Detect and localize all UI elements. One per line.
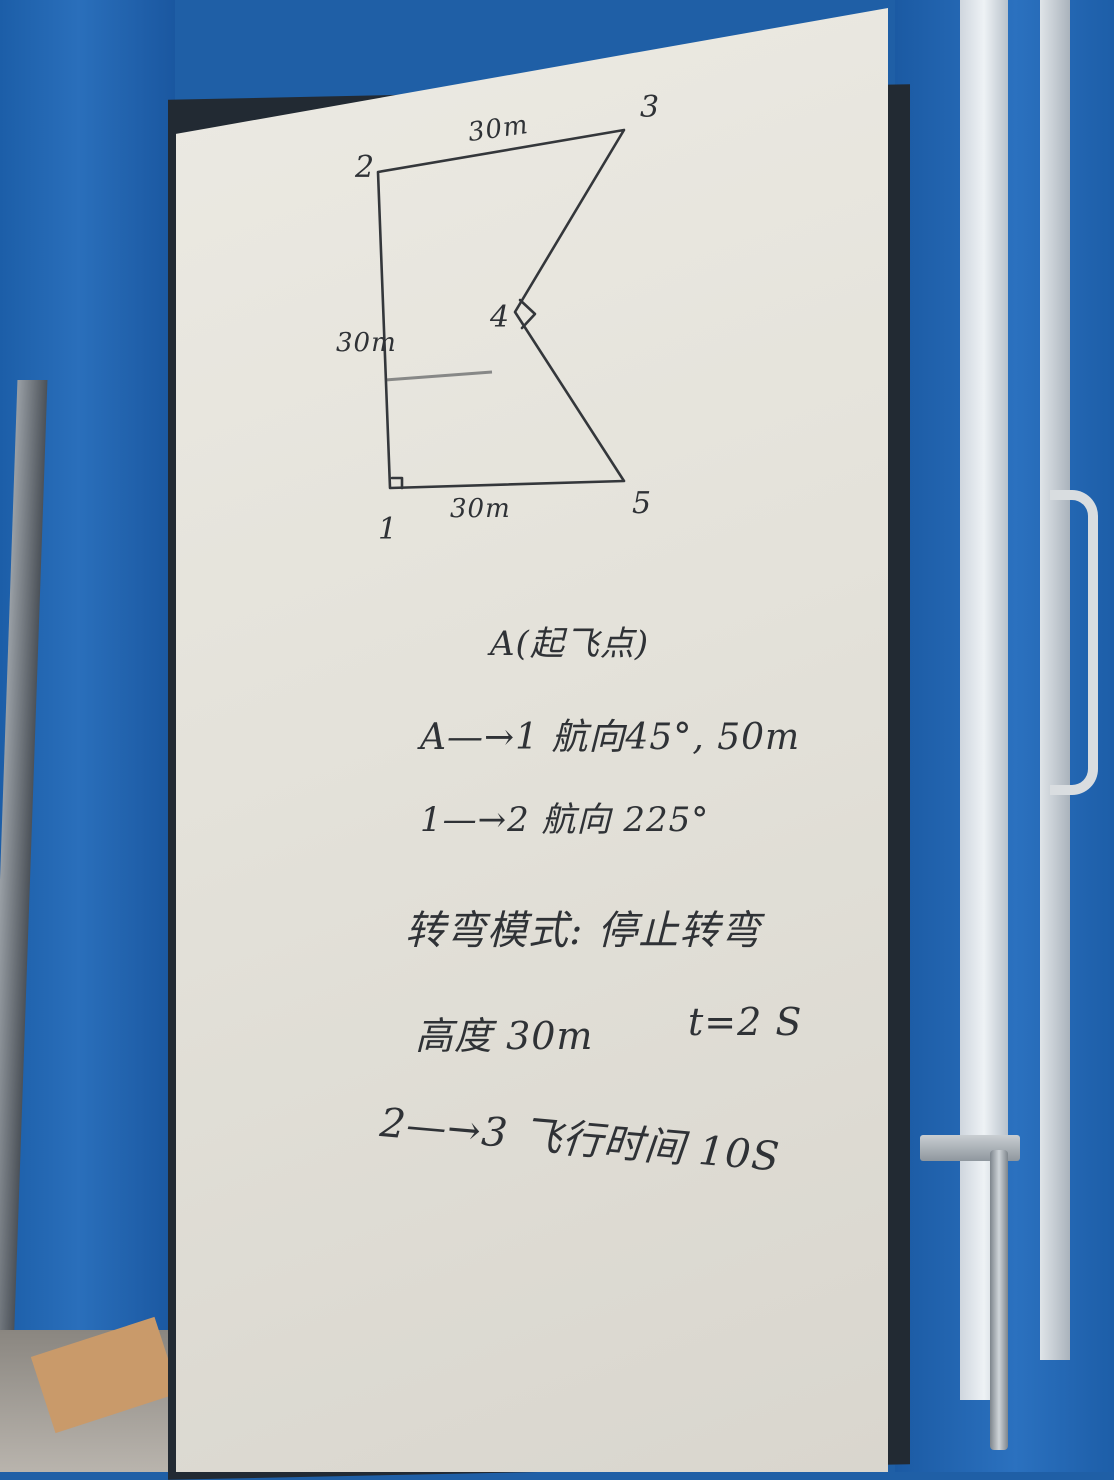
flight-path-outline <box>376 128 626 490</box>
note-turn-mode: 转弯模式: 停止转弯 <box>405 908 762 954</box>
door-frame-strip-outer <box>1040 0 1070 1360</box>
note-start-point: A(起飞点) <box>490 624 650 664</box>
edge-label-left: 30m <box>336 328 397 358</box>
note-altitude: 高度 30m <box>415 1014 594 1058</box>
vertex-label-4: 4 <box>490 300 511 335</box>
vertex-label-1: 1 <box>378 512 399 547</box>
smudge-mark <box>384 370 493 382</box>
right-angle-mark-4 <box>518 298 537 330</box>
door-latch-rod <box>990 1150 1008 1450</box>
note-leg-b: 1—→2 航向 225° <box>420 800 710 840</box>
vertex-label-5: 5 <box>632 486 653 521</box>
note-time-t: t=2 S <box>688 1000 803 1044</box>
note-leg-a: A—→1 航向45°, 50m <box>420 717 801 758</box>
whiteboard <box>176 8 888 1472</box>
vertex-label-3: 3 <box>640 90 661 125</box>
vertex-label-2: 2 <box>355 150 376 185</box>
door-handle <box>1050 490 1098 795</box>
edge-label-bottom: 30m <box>450 494 511 524</box>
right-angle-mark-1 <box>390 476 404 490</box>
